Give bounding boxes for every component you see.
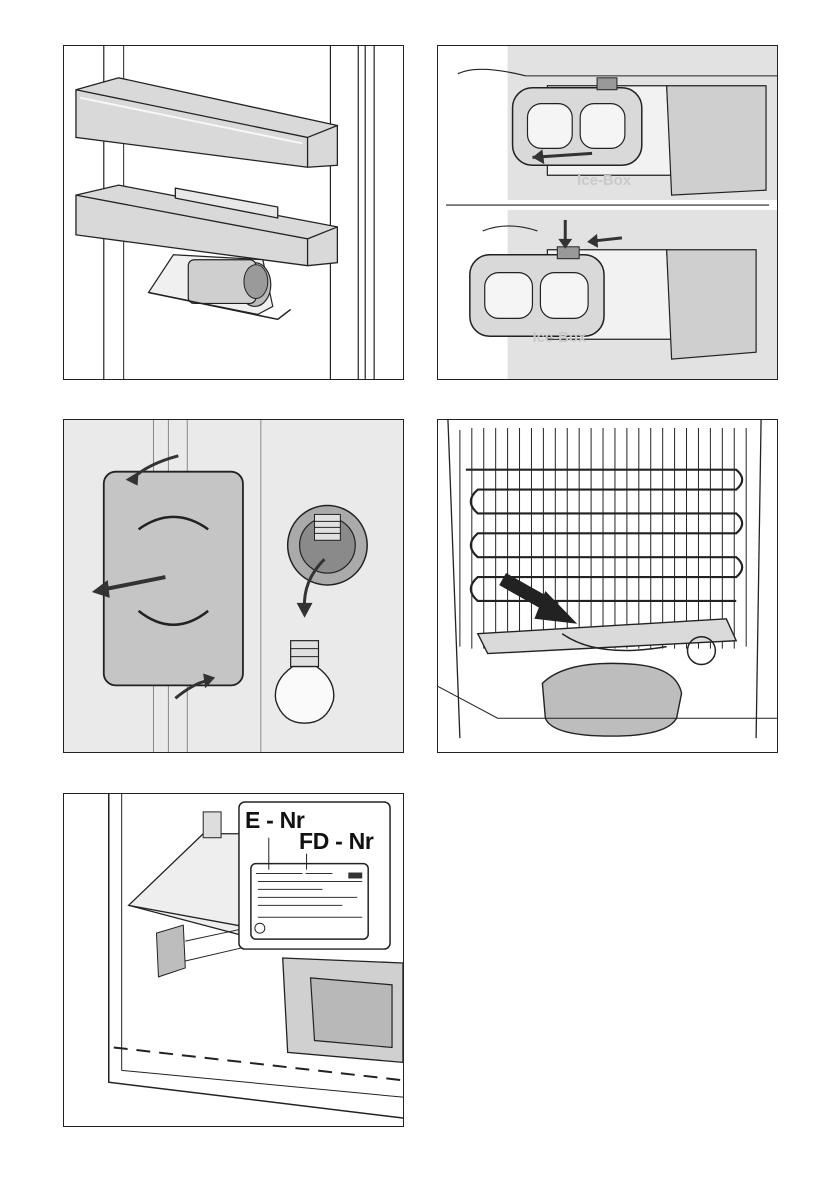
ice-box-illustration: Ice-Box Ice-Box <box>437 45 778 380</box>
door-shelf-illustration <box>63 45 404 380</box>
lamp-replacement-illustration <box>63 419 404 753</box>
condenser-drawing <box>438 420 777 752</box>
ice-box-label-top: Ice-Box <box>577 173 632 189</box>
lamp-replacement-drawing <box>64 420 403 752</box>
condenser-illustration <box>437 419 778 753</box>
e-nr-label: E - Nr <box>245 807 305 834</box>
ice-box-drawing: Ice-Box Ice-Box <box>438 46 777 379</box>
ice-box-label-bottom: Ice-Box <box>532 330 587 346</box>
fd-nr-label: FD - Nr <box>299 828 374 855</box>
door-shelf-drawing <box>64 46 403 379</box>
rating-plate-illustration: E - Nr FD - Nr <box>63 793 404 1127</box>
